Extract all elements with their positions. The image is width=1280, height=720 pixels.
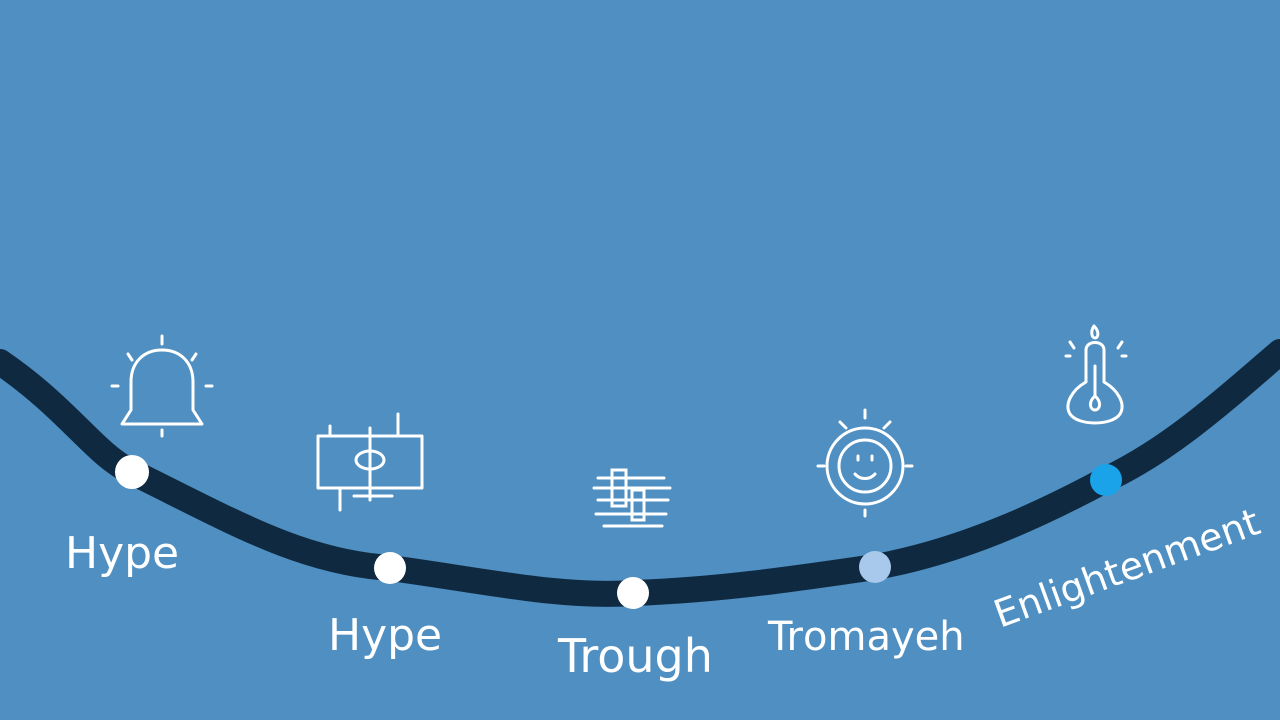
- stage-marker-4: [859, 551, 891, 583]
- sliders-icon: [592, 468, 672, 528]
- clock-face-icon: [816, 408, 914, 518]
- stage-marker-2: [374, 552, 406, 584]
- bell-icon: [110, 334, 214, 438]
- stage-label-4: Trоmaуeh: [767, 614, 965, 660]
- stage-label-3: Trough: [557, 629, 713, 683]
- presentation-board-icon: [316, 412, 424, 512]
- stage-label-1: Hype: [65, 528, 179, 579]
- thermometer-bulb-icon: [1064, 324, 1128, 425]
- stage-marker-5: [1090, 464, 1122, 496]
- stage-label-2: Hype: [328, 610, 442, 661]
- stage-marker-3: [617, 577, 649, 609]
- stage-marker-1: [115, 455, 149, 489]
